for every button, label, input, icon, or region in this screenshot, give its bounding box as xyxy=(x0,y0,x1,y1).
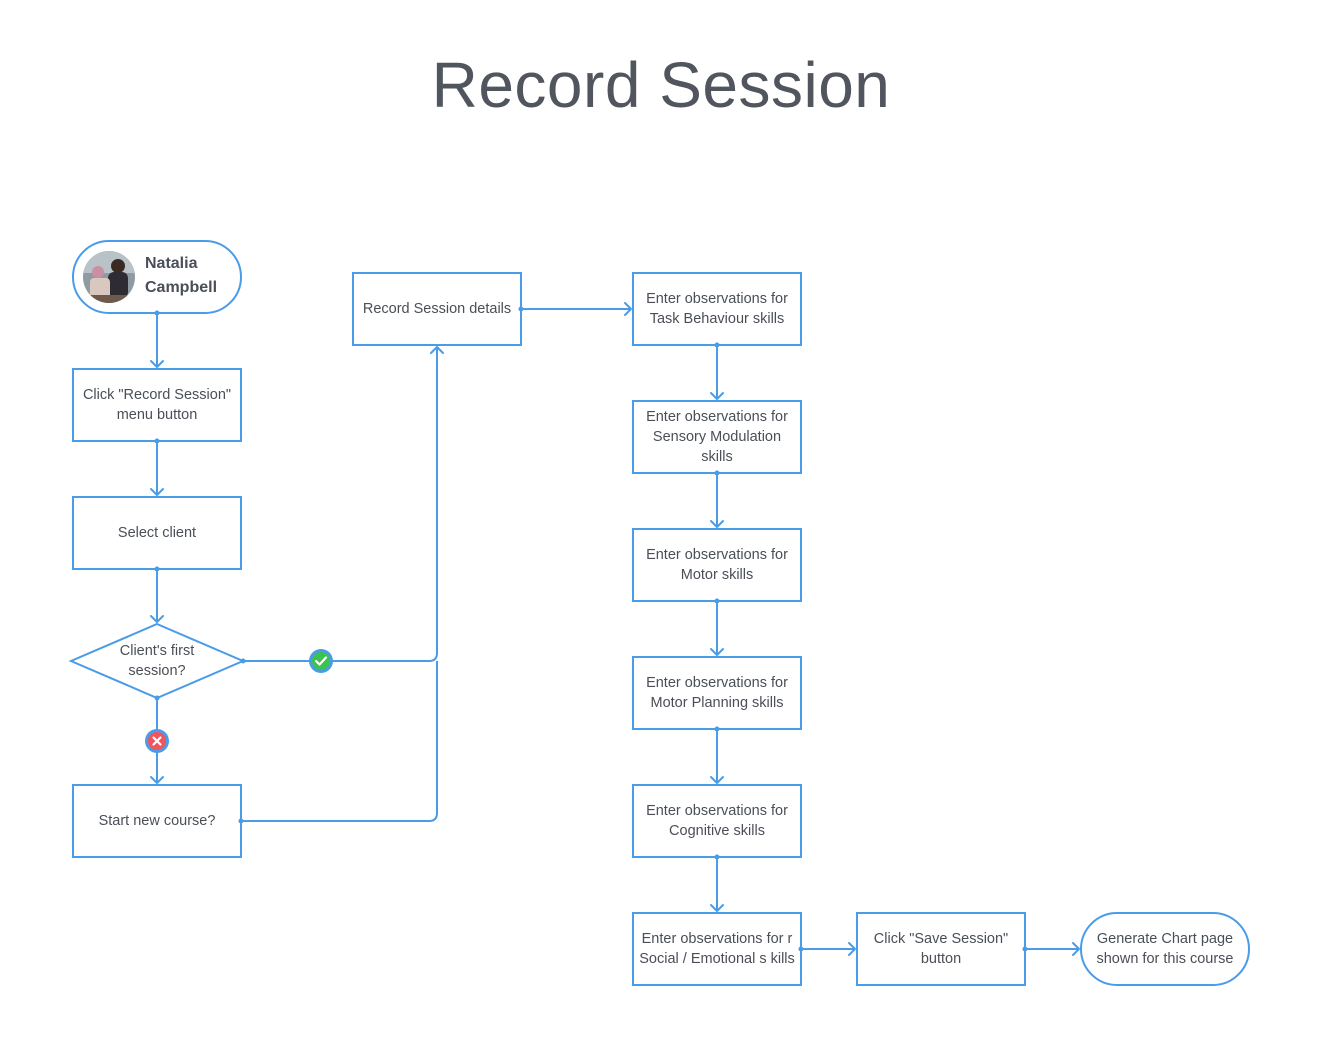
start-course-label: Start new course? xyxy=(98,813,216,829)
start-name-first: Natalia xyxy=(145,255,198,272)
motor-label: Enter observations for Motor skills xyxy=(646,547,788,583)
social-node[interactable] xyxy=(632,912,802,986)
edges xyxy=(150,302,1080,956)
avatar xyxy=(83,251,135,303)
check-icon xyxy=(309,649,333,673)
generate-chart-label: Generate Chart page shown for this cours… xyxy=(1096,931,1234,967)
save-session-label: Click "Save Session" button xyxy=(873,931,1009,967)
task-behaviour-node[interactable] xyxy=(632,272,802,346)
motor-planning-label: Enter observations for Motor Planning sk… xyxy=(646,675,788,711)
record-details-label: Record Session details xyxy=(362,301,512,317)
select-client-label: Select client xyxy=(117,525,197,541)
record-details-node[interactable] xyxy=(352,272,522,346)
click-record-label: Click "Record Session" menu button xyxy=(82,387,232,423)
sensory-node[interactable] xyxy=(632,400,802,474)
cross-icon xyxy=(145,729,169,753)
social-label: Enter observations for r Social / Emotio… xyxy=(639,931,795,967)
sensory-label: Enter observations for Sensory Modulatio… xyxy=(646,409,788,465)
start-name-last: Campbell xyxy=(145,279,218,296)
cognitive-node[interactable] xyxy=(632,784,802,858)
first-session-label: Client's first session? xyxy=(119,643,195,679)
cognitive-label: Enter observations for Cognitive skills xyxy=(646,803,788,839)
task-behaviour-label: Enter observations for Task Behaviour sk… xyxy=(646,291,788,327)
save-session-node[interactable] xyxy=(856,912,1026,986)
page-title: Record Session xyxy=(431,49,891,121)
motor-planning-node[interactable] xyxy=(632,656,802,730)
generate-chart-node[interactable] xyxy=(1080,912,1250,986)
